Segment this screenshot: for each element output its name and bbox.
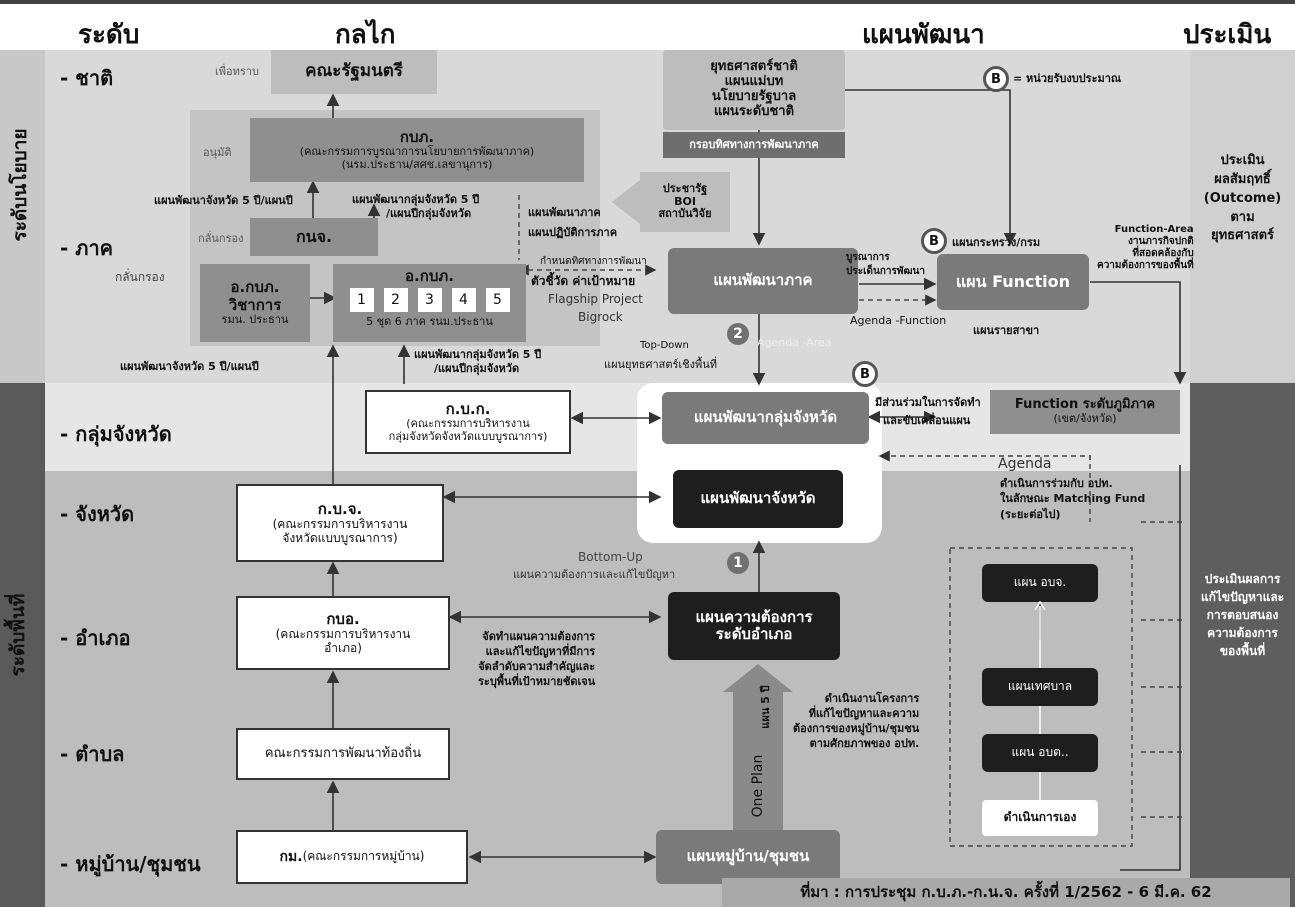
village-plan-box: แผนหมู่บ้าน/ชุมชน [656, 830, 840, 884]
pao-plan-box: แผน อบจ. [982, 564, 1098, 602]
sao-plan-box: แผน อบต.. [982, 734, 1098, 772]
cabinet-box: คณะรัฐมนตรี [271, 50, 437, 94]
akbp-set-5: 5 [485, 288, 510, 313]
kbo-box: กบอ. (คณะกรรมการบริหารงาน อำเภอ) [236, 596, 450, 670]
frame-box: กรอบทิศทางการพัฒนาภาค [663, 132, 845, 158]
prov-plan-label-1: แผนพัฒนาจังหวัด 5 ปี/แผนปี [154, 194, 293, 207]
level-nation: - ชาติ [60, 66, 114, 90]
level-district: - อำเภอ [60, 626, 131, 650]
needs-solve-label: แผนความต้องการและแก้ไขปัญหา [513, 568, 676, 581]
one-plan-arrow-head [723, 664, 793, 692]
indicators-label: ตัวชี้วัด ค่าเป้าหมาย [531, 274, 636, 288]
prov-group-plan-label-2: แผนพัฒนากลุ่มจังหวัด 5 ปี/แผนปีกลุ่มจังห… [414, 348, 542, 376]
eval-right-area [1190, 383, 1295, 907]
akbp-set-1: 1 [349, 288, 374, 313]
municipal-plan-box: แผนเทศบาล [982, 668, 1098, 706]
level-village: - หมู่บ้าน/ชุมชน [60, 852, 201, 876]
level-subdistrict: - ตำบล [60, 742, 125, 766]
stakeholders-pointer [612, 180, 640, 224]
function-plan-box: แผน Function [937, 254, 1089, 310]
budget-icon-province: B [852, 361, 878, 387]
kbj-box: ก.บ.จ. (คณะกรรมการบริหารงาน จังหวัดแบบบู… [236, 484, 444, 562]
regional-plan-box: แผนพัฒนาภาค [668, 248, 858, 314]
policy-side [0, 50, 45, 383]
plan-5y-label: แผน 5 ปี [759, 685, 772, 729]
province-plan-box: แผนพัฒนาจังหวัด [673, 470, 843, 528]
stakeholders-box: ประชารัฐ BOI สถาบันวิจัย [640, 172, 730, 232]
level-province: - จังหวัด [60, 502, 135, 526]
local-gov-arrows [1034, 600, 1046, 800]
akbp-box: อ.กบภ. 1 2 3 4 5 5 ชุด 6 ภาค รนม.ประธาน [333, 264, 526, 342]
knj-box: กนจ. [250, 218, 378, 256]
header-plan: แผนพัฒนา [862, 20, 985, 50]
header-level: ระดับ [78, 20, 140, 50]
level-province-group: - กลุ่มจังหวัด [60, 422, 172, 446]
district-note: จัดทำแผนความต้องการและแก้ไขปัญหาที่มีการ… [478, 630, 596, 688]
budget-icon-ministry: B [921, 228, 947, 254]
badge-one: 1 [727, 552, 749, 574]
akbp-set-4: 4 [451, 288, 476, 313]
dev-issues-label: ประเด็นการพัฒนา [846, 266, 925, 277]
budget-unit-label: = หน่วยรับงบประมาณ [1013, 72, 1122, 85]
prov-group-plan-label-1: แผนพัฒนากลุ่มจังหวัด 5 ปี/แผนปีกลุ่มจังห… [352, 193, 480, 220]
header-mechanism: กลไก [335, 20, 396, 50]
eval-area: ประเมินผลการแก้ไขปัญหาและการตอบสนองความต… [1200, 572, 1285, 658]
level-region: - ภาค [60, 236, 114, 260]
ministry-plan-label: แผนกระทรวง/กรม [952, 236, 1041, 249]
sector-plan-label: แผนรายสาขา [973, 324, 1040, 337]
akbp-set-3: 3 [417, 288, 442, 313]
local-committee-box: คณะกรรมการพัฒนาท้องถิ่น [236, 728, 450, 780]
district-plan-box: แผนความต้องการ ระดับอำเภอ [668, 592, 840, 660]
participate-label: มีส่วนร่วมในการจัดทำ [875, 396, 981, 409]
area-side [0, 383, 45, 907]
akbp-academic-box: อ.กบภ. วิชาการ รมน. ประธาน [200, 264, 310, 342]
agenda-area-label: Agenda -Area [757, 336, 832, 349]
approve-label: อนุมัติ [203, 146, 232, 159]
regional-action-label: แผนปฏิบัติการภาค [528, 226, 618, 239]
prov-plan-label-2: แผนพัฒนาจังหวัด 5 ปี/แผนปี [120, 360, 259, 373]
eval-policy: ประเมินผลสัมฤทธิ์(Outcome)ตามยุทธศาสตร์ [1203, 153, 1282, 244]
screen-label-1: กลั่นกรอง [198, 232, 244, 245]
matching-label: ดำเนินการร่วมกับ อปท.ในลักษณะ Matching F… [1000, 477, 1146, 521]
one-plan-label: One Plan [750, 754, 766, 818]
area-strategy-label: แผนยุทธศาสตร์เชิงพื้นที่ [604, 358, 718, 371]
top-border [0, 0, 1295, 4]
kbp-box: กบภ. (คณะกรรมการบูรณาการนโยบายการพัฒนาภา… [250, 118, 584, 182]
budget-icon-legend: B [983, 66, 1009, 92]
regional-plan-label: แผนพัฒนาภาค [528, 206, 601, 219]
bigrock-label: Bigrock [578, 310, 623, 324]
integrate-label: บูรณาการ [846, 252, 890, 263]
project-note: ดำเนินงานโครงการที่แก้ไขปัญหาและความต้อง… [793, 692, 920, 750]
badge-two: 2 [727, 323, 749, 345]
header-evaluation: ประเมิน [1183, 20, 1272, 50]
national-plans-box: ยุทธศาสตร์ชาติ แผนแม่บท นโยบายรัฐบาล แผน… [663, 50, 845, 130]
top-down-label: Top-Down [640, 340, 689, 351]
source-footer: ที่มา : การประชุม ก.บ.ภ.-ก.น.จ. ครั้งที่… [722, 878, 1290, 907]
self-exec-box: ดำเนินการเอง [982, 800, 1098, 836]
define-direction-label: กำหนดทิศทางการพัฒนา [540, 256, 647, 267]
province-group-plan-box: แผนพัฒนากลุ่มจังหวัด [662, 392, 869, 444]
agenda-label: Agenda [998, 456, 1052, 472]
screen-label-2: กลั่นกรอง [115, 270, 165, 284]
bottom-up-label: Bottom-Up [578, 550, 643, 564]
flagship-label: Flagship Project [548, 292, 643, 306]
kbk-box: ก.บ.ก. (คณะกรรมการบริหารงาน กลุ่มจังหวัด… [365, 390, 571, 454]
village-committee-box: กม. (คณะกรรมการหมู่บ้าน) [236, 830, 468, 884]
for-info-label: เพื่อทราบ [215, 65, 259, 78]
agenda-function-label: Agenda -Function [850, 314, 947, 327]
drive-label: และขับเคลื่อนแผน [883, 414, 971, 427]
akbp-set-2: 2 [383, 288, 408, 313]
one-plan-arrow [733, 690, 783, 830]
function-regional-box: Function ระดับภูมิภาค (เขต/จังหวัด) [990, 390, 1180, 434]
